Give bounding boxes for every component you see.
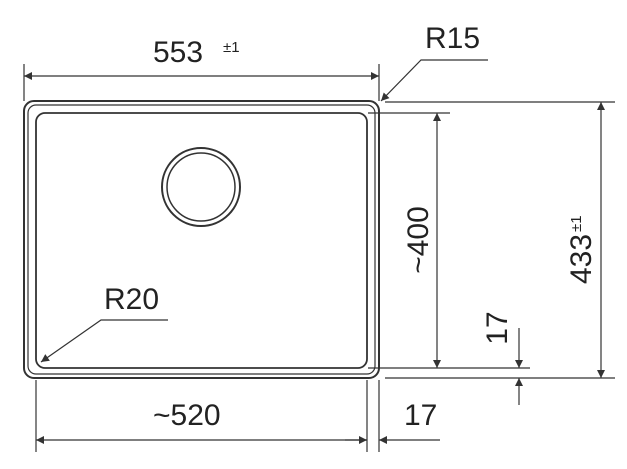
height-433-label: 433 — [565, 234, 598, 284]
r15-label: R15 — [425, 22, 480, 55]
drain-hole — [161, 147, 241, 227]
drain-inner-ring — [166, 152, 236, 222]
height-400-label: ~400 — [402, 206, 435, 274]
width-553-label: 553 — [153, 36, 203, 69]
width-520-label: ~520 — [153, 399, 221, 432]
radius-leaders — [40, 59, 488, 363]
outer-rim — [23, 100, 380, 379]
extension-lines — [23, 64, 615, 452]
r15-leader — [380, 59, 488, 102]
basin-outline — [35, 112, 368, 369]
outer-rim-inner-edge — [27, 104, 376, 375]
dimension-lines — [24, 72, 605, 444]
r20-leader — [40, 319, 168, 363]
rim-right-17-label: 17 — [404, 399, 437, 432]
sink-body — [23, 100, 380, 379]
rim-bottom-17-label: 17 — [481, 311, 514, 344]
height-433-tolerance: ±1 — [568, 215, 585, 232]
r20-label: R20 — [104, 283, 159, 316]
drain-outer-ring — [161, 147, 241, 227]
width-553-tolerance: ±1 — [223, 39, 240, 56]
